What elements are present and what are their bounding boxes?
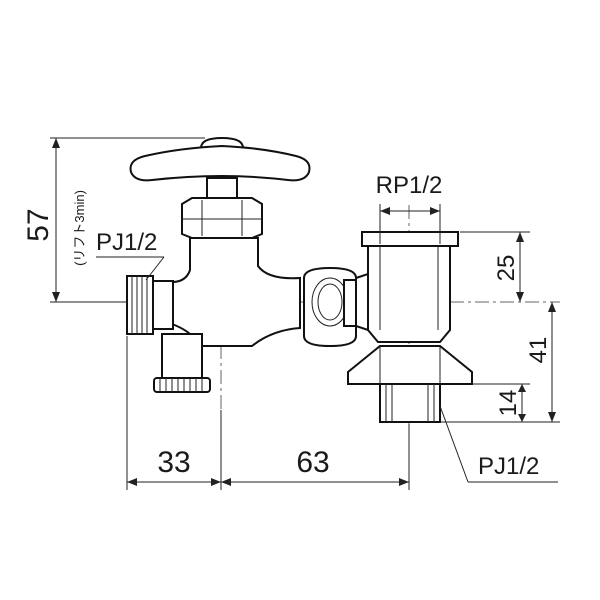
- tee-fitting: [347, 231, 473, 423]
- tee-neck: [355, 272, 369, 332]
- lower-height-label: 41: [525, 337, 552, 364]
- handle-knob: [199, 136, 245, 149]
- bottom-thread-label: PJ1/2: [478, 453, 539, 480]
- outlet-height-label: 14: [495, 390, 522, 417]
- bottom-outlet: [379, 383, 441, 423]
- inlet-collar: [152, 280, 174, 330]
- top-thread-label: RP1/2: [376, 172, 443, 199]
- lift-note-label: (リフト3min): [72, 190, 87, 266]
- flange: [347, 345, 473, 385]
- valve-body: [126, 136, 361, 393]
- upper-height-label: 25: [493, 255, 520, 282]
- body-neck: [171, 237, 301, 347]
- valve-stem: [206, 177, 238, 199]
- dim-57: 57 (リフト3min): [22, 137, 205, 303]
- left-inlet: [126, 275, 154, 335]
- bottom-thread-callout: PJ1/2: [439, 405, 558, 483]
- drain-stub: [161, 333, 203, 379]
- dim-rp: RP1/2: [376, 172, 443, 244]
- dim-41: 41: [440, 302, 560, 423]
- left-width-label: 33: [157, 446, 190, 479]
- dim-25: 25: [460, 231, 530, 302]
- dim-14: 14: [472, 383, 530, 422]
- valve-handle: [129, 144, 311, 182]
- right-width-label: 63: [296, 446, 329, 479]
- gland-nut: [181, 197, 263, 239]
- dim-widths: 33 63: [126, 336, 410, 490]
- left-thread-label: PJ1/2: [96, 229, 157, 256]
- tee-top-rim: [361, 231, 459, 247]
- left-thread-callout: PJ1/2: [96, 229, 165, 281]
- height-total-label: 57: [22, 208, 55, 241]
